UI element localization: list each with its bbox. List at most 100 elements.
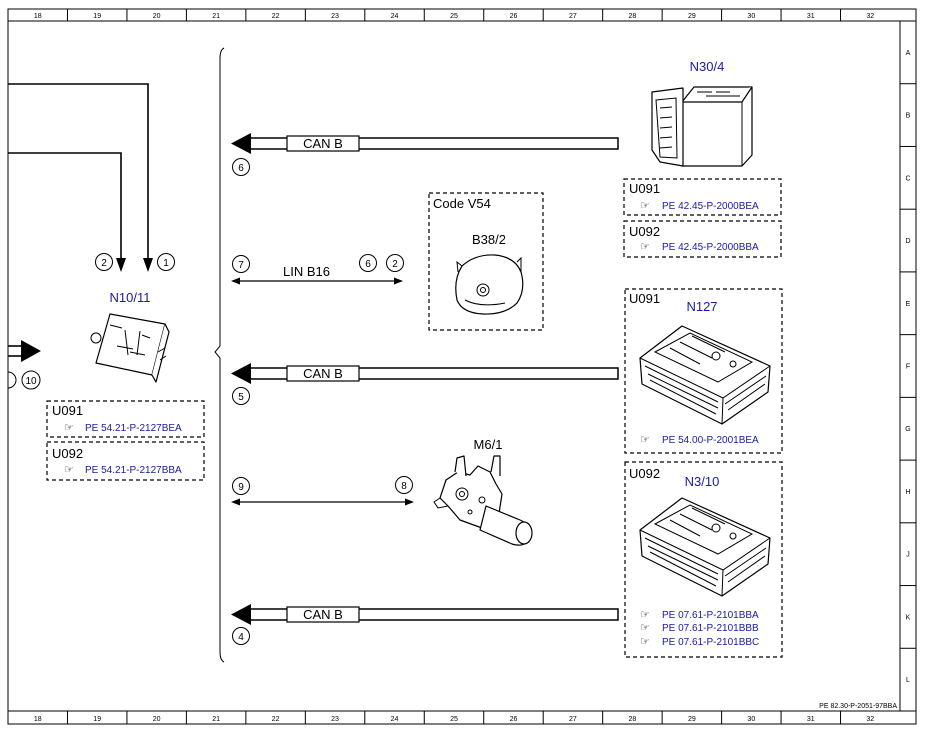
n10-pin-2: 2 <box>101 258 107 269</box>
hand-pointer-icon: ☞ <box>64 421 74 434</box>
column-number-top-21: 21 <box>212 13 220 20</box>
column-number-bottom-19: 19 <box>93 716 101 723</box>
n30-4-ref-u092: PE 42.45-P-2000BBA <box>662 242 759 253</box>
row-letter-H: H <box>905 489 910 496</box>
n30-4-code-u092: U092 <box>629 224 660 239</box>
terminal-6: 6 <box>238 163 244 174</box>
terminal-4: 4 <box>238 632 244 643</box>
n3-10-component: U092 N3/10 ☞ PE 07.61-P-2101BBA ☞ PE 07.… <box>624 461 783 658</box>
column-number-top-18: 18 <box>34 13 42 20</box>
column-number-top-27: 27 <box>569 13 577 20</box>
row-letter-K: K <box>906 614 911 621</box>
document-ref: PE 82.30-P-2051-97BBA <box>819 703 897 710</box>
row-ruler: A B C D E F G H J K L <box>900 50 916 684</box>
arrow-left-icon <box>231 604 251 625</box>
can-bus-1: CAN B 6 <box>231 133 619 176</box>
column-number-top-22: 22 <box>272 13 280 20</box>
column-number-top-24: 24 <box>391 13 399 20</box>
column-number-bottom-25: 25 <box>450 716 458 723</box>
terminal-8: 8 <box>401 481 407 492</box>
hand-pointer-icon: ☞ <box>640 608 650 621</box>
column-number-bottom-31: 31 <box>807 716 815 723</box>
n10-11-component: N10/11 U091 ☞ PE 54.21-P-2127BEA U092 ☞ … <box>46 290 205 481</box>
n30-4-code-u091: U091 <box>629 181 660 196</box>
n10-11-wires: 2 1 <box>8 83 175 272</box>
n10-11-code-u091: U091 <box>52 403 83 418</box>
column-number-bottom-28: 28 <box>629 716 637 723</box>
hand-pointer-icon: ☞ <box>64 463 74 476</box>
column-number-bottom-24: 24 <box>391 716 399 723</box>
column-number-bottom-20: 20 <box>153 716 161 723</box>
row-letter-F: F <box>906 364 910 371</box>
relay-module-icon <box>90 313 170 383</box>
sheet-frame <box>7 8 917 725</box>
column-number-bottom-23: 23 <box>331 716 339 723</box>
can-b-label-3: CAN B <box>303 607 343 622</box>
column-number-top-19: 19 <box>93 13 101 20</box>
can-bus-3: CAN B 4 <box>231 604 619 645</box>
hand-pointer-icon: ☞ <box>640 240 650 253</box>
can-b-label-2: CAN B <box>303 366 343 381</box>
hand-pointer-icon: ☞ <box>640 621 650 634</box>
m6-1-line: 9 8 <box>231 476 414 506</box>
terminal-6-lin: 6 <box>365 259 371 270</box>
terminal-7: 7 <box>238 260 244 271</box>
rain-light-sensor-icon <box>455 254 524 315</box>
n10-pin-1: 1 <box>163 258 169 269</box>
b38-2-label: B38/2 <box>472 232 506 247</box>
column-number-top-30: 30 <box>747 13 755 20</box>
column-number-bottom-18: 18 <box>34 716 42 723</box>
n127-component: U091 N127 ☞ PE 54.00-P-2001BEA <box>624 288 783 454</box>
n3-10-ref-3: PE 07.61-P-2101BBC <box>662 637 759 648</box>
row-letter-D: D <box>905 238 910 245</box>
column-number-bottom-27: 27 <box>569 716 577 723</box>
n30-4-label: N30/4 <box>690 59 725 74</box>
row-letter-B: B <box>906 113 911 120</box>
column-number-bottom-32: 32 <box>866 716 874 723</box>
column-number-top-25: 25 <box>450 13 458 20</box>
n127-label: N127 <box>686 299 717 314</box>
terminal-2-lin: 2 <box>392 259 398 270</box>
n10-11-label: N10/11 <box>110 290 151 305</box>
row-letter-E: E <box>906 301 911 308</box>
n30-4-ref-u091: PE 42.45-P-2000BEA <box>662 201 759 212</box>
engine-control-unit-icon <box>639 497 771 597</box>
row-letter-L: L <box>906 677 910 684</box>
left-edge-connection: 10 <box>7 340 41 390</box>
n10-11-code-u092: U092 <box>52 446 83 461</box>
arrow-left-icon <box>231 133 251 154</box>
n127-code: U091 <box>629 291 660 306</box>
row-letter-J: J <box>906 552 910 559</box>
hand-pointer-icon: ☞ <box>640 433 650 446</box>
column-number-top-31: 31 <box>807 13 815 20</box>
arrow-left-icon <box>231 363 251 384</box>
wiper-motor-icon <box>433 455 533 546</box>
row-letter-C: C <box>905 175 910 182</box>
m6-1-component: M6/1 <box>433 437 533 546</box>
column-number-top-28: 28 <box>629 13 637 20</box>
column-number-bottom-29: 29 <box>688 716 696 723</box>
lin-b16-line: 7 LIN B16 6 2 <box>231 254 404 285</box>
n3-10-code: U092 <box>629 466 660 481</box>
column-number-bottom-21: 21 <box>212 716 220 723</box>
row-letter-A: A <box>906 50 911 57</box>
n3-10-ref-1: PE 07.61-P-2101BBA <box>662 610 759 621</box>
column-number-bottom-26: 26 <box>510 716 518 723</box>
main-bracket <box>214 47 225 663</box>
b38-2-component: Code V54 B38/2 <box>428 192 544 331</box>
esp-module-icon <box>651 86 753 167</box>
arrow-right-icon <box>21 340 41 362</box>
column-number-top-29: 29 <box>688 13 696 20</box>
column-number-top-32: 32 <box>866 13 874 20</box>
row-letter-G: G <box>905 426 910 433</box>
column-ruler: 1818191920202121222223232424252526262727… <box>34 9 874 724</box>
m6-1-label: M6/1 <box>474 437 503 452</box>
n3-10-label: N3/10 <box>685 474 720 489</box>
b38-2-code: Code V54 <box>433 196 491 211</box>
can-bus-2: CAN B 5 <box>231 363 619 405</box>
hand-pointer-icon: ☞ <box>640 199 650 212</box>
terminal-9: 9 <box>238 482 244 493</box>
column-number-bottom-30: 30 <box>747 716 755 723</box>
n127-ref: PE 54.00-P-2001BEA <box>662 435 759 446</box>
